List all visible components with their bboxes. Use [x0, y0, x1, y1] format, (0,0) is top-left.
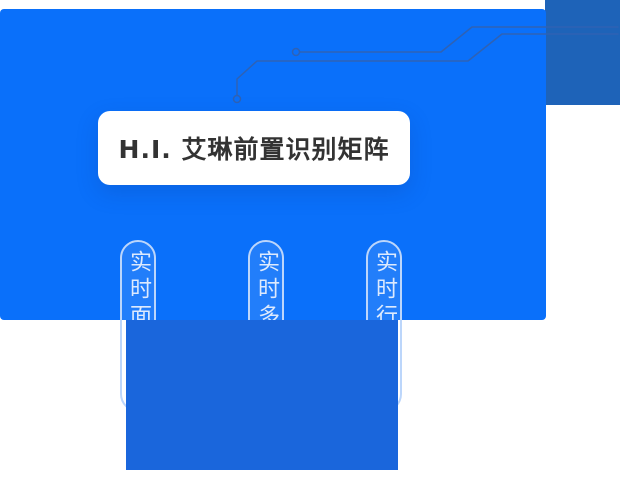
bottom-blue-panel [126, 320, 398, 470]
feature-pill-label: 实时面 [126, 250, 151, 331]
corner-accent-square [545, 0, 620, 105]
title-card: H.I. 艾琳前置识别矩阵 [98, 111, 410, 185]
page-title: H.I. 艾琳前置识别矩阵 [118, 135, 390, 164]
feature-pill-label: 实时多 [254, 250, 279, 331]
feature-pill-label: 实时行 [372, 250, 397, 331]
